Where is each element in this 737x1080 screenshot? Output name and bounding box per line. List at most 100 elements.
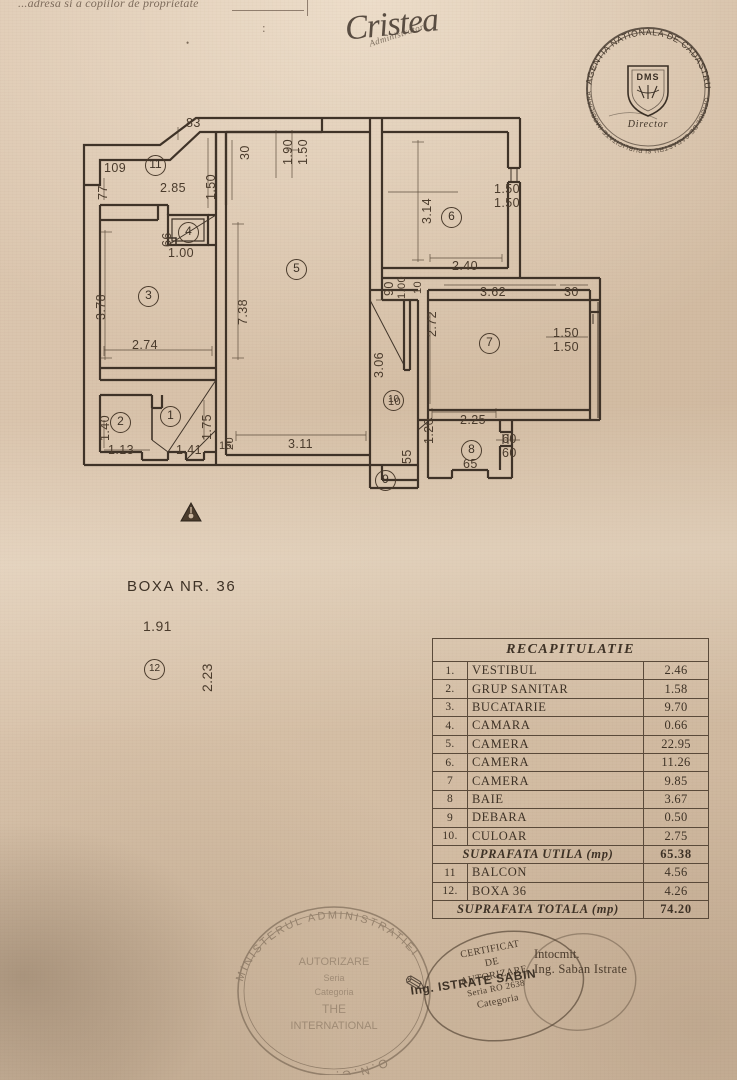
table-row: 9 DEBARA 0.50 <box>432 808 709 828</box>
row-number: 4. <box>432 716 468 736</box>
row-value: 4.26 <box>643 881 709 902</box>
room-number-11: 11 <box>145 155 166 176</box>
dim-141: 1.41 <box>176 443 202 457</box>
row-value: 2.46 <box>643 660 709 681</box>
row-name: BALCON <box>467 863 644 883</box>
room-number-5: 5 <box>286 259 307 280</box>
row-value: 0.50 <box>643 808 709 828</box>
dim-140: 1.40 <box>98 415 112 441</box>
row-value: 1.58 <box>643 679 709 699</box>
row-number: 10. <box>432 826 468 846</box>
row-number: 3. <box>432 697 468 718</box>
dim-113: 1.13 <box>108 443 134 457</box>
scan-shadow <box>0 820 230 1080</box>
subtotal-value: 65.38 <box>643 844 709 865</box>
dim-10-a: 10 <box>412 280 424 294</box>
dim-274: 2.74 <box>132 338 158 352</box>
row-name: VESTIBUL <box>467 660 644 681</box>
room-number-8: 8 <box>461 440 482 461</box>
room-number-1: 1 <box>160 406 181 427</box>
row-name: CAMERA <box>467 734 644 754</box>
dim-362: 3.62 <box>480 285 506 299</box>
dim-150-e: 1.50 <box>553 326 579 340</box>
row-name: CULOAR <box>467 826 644 846</box>
boxa-dim-height: 2.23 <box>199 663 215 692</box>
dim-150-f: 1.50 <box>553 340 579 354</box>
room-number-2: 2 <box>110 412 131 433</box>
dim-285: 2.85 <box>160 181 186 195</box>
room-number-6: 6 <box>441 207 462 228</box>
official-cadastre-stamp: AGENTIA NATIONALA DE CADASTRU SI PUBLICI… <box>575 16 717 154</box>
svg-text:INTERNATIONAL: INTERNATIONAL <box>290 1020 377 1032</box>
prepared-by-name: Ing. Saban Istrate <box>534 962 628 976</box>
dim-314: 3.14 <box>420 198 434 224</box>
row-value: 9.70 <box>643 697 709 718</box>
total-label: SUPRAFATA TOTALA (mp) <box>432 900 644 920</box>
dim-150-a: 1.50 <box>204 174 218 200</box>
table-row: 12. BOXA 36 4.26 <box>432 881 709 902</box>
svg-text:Categoria: Categoria <box>314 987 353 997</box>
table-row: 4. CAMARA 0.66 <box>432 716 709 736</box>
row-value: 0.66 <box>643 716 709 736</box>
row-value: 4.56 <box>643 863 709 883</box>
dim-150-b: 1.50 <box>296 139 310 165</box>
row-number: 2. <box>432 679 468 699</box>
recapitulatie-table: RECAPITULATIE 1. VESTIBUL 2.46 2. GRUP S… <box>432 638 709 920</box>
row-number: 5. <box>432 734 468 754</box>
row-value: 2.75 <box>643 826 709 846</box>
header-dot-mark: • <box>186 38 190 48</box>
dim-55: 55 <box>400 449 414 464</box>
row-number: 12. <box>432 881 468 902</box>
dim-120: 1.20 <box>422 418 436 444</box>
dim-30-b: 30 <box>564 285 579 299</box>
dim-15: 15 <box>219 440 233 452</box>
table-title: RECAPITULATIE <box>432 638 709 662</box>
room-number-3: 3 <box>138 286 159 307</box>
header-rule-vertical <box>307 0 308 16</box>
dim-272: 2.72 <box>425 311 439 337</box>
row-name: CAMERA <box>467 771 644 791</box>
table-title-row: RECAPITULATIE <box>432 638 709 662</box>
row-name: BUCATARIE <box>467 697 644 718</box>
table-row: 7 CAMERA 9.85 <box>432 771 709 791</box>
row-value: 9.85 <box>643 771 709 791</box>
row-value: 22.95 <box>643 734 709 754</box>
dim-60-b: 60 <box>502 446 517 460</box>
subtotal-label: SUPRAFATA UTILA (mp) <box>432 844 644 865</box>
dim-225: 2.25 <box>460 413 486 427</box>
row-name: CAMERA <box>467 752 644 773</box>
dim-20: 20 <box>224 436 236 450</box>
ministry-stamp: MINISTERUL ADMINISTRATIEI O.N.C. AUTORIZ… <box>232 903 437 1080</box>
dim-311: 3.11 <box>288 437 314 451</box>
header-note: ...adresa si a copiilor de proprietate <box>18 0 199 10</box>
svg-text:Seria: Seria <box>323 973 344 983</box>
dim-150-c: 1.50 <box>494 182 520 196</box>
row-value: 3.67 <box>643 789 709 810</box>
table-row: 11 BALCON 4.56 <box>432 863 709 883</box>
dim-175: 1.75 <box>200 414 214 440</box>
dim-66: 66 <box>160 232 174 247</box>
table-subtotal-row: SUPRAFATA UTILA (mp) 65.38 <box>432 844 709 865</box>
dim-190: 1.90 <box>281 139 295 165</box>
row-number: 1. <box>432 660 468 681</box>
total-value: 74.20 <box>643 900 709 920</box>
dim-60-a: 60 <box>502 432 517 446</box>
row-name: CAMARA <box>467 716 644 736</box>
table-row: 6. CAMERA 11.26 <box>432 752 709 773</box>
row-name: BAIE <box>467 789 644 810</box>
authorization-certificate-stamp <box>420 928 588 1048</box>
dim-90: 90 <box>382 281 396 296</box>
dim-77: 77 <box>96 185 110 200</box>
row-number: 11 <box>432 863 468 883</box>
row-name: GRUP SANITAR <box>467 679 644 699</box>
row-name: DEBARA <box>467 808 644 828</box>
row-value: 11.26 <box>643 752 709 773</box>
row-number: 7 <box>432 771 468 791</box>
room-number-4: 4 <box>178 222 199 243</box>
table-row: 8 BAIE 3.67 <box>432 789 709 810</box>
north-arrow-icon <box>180 501 202 527</box>
svg-text:DMS: DMS <box>637 72 660 82</box>
room-number-10: 10 <box>383 390 404 411</box>
svg-text:O.N.C.: O.N.C. <box>333 1056 390 1075</box>
table-row: 10. CULOAR 2.75 <box>432 826 709 846</box>
